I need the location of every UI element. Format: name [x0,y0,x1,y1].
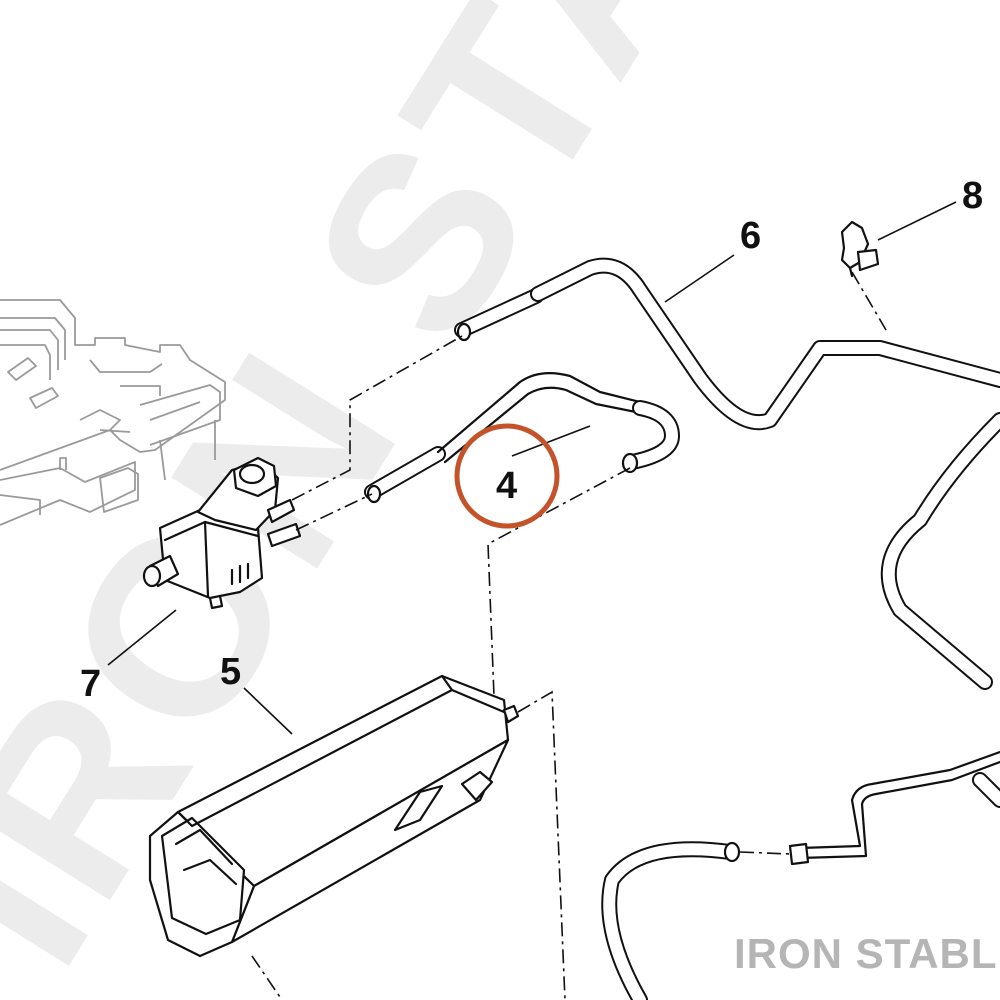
clip-8 [840,220,880,278]
leader-lines [107,201,957,735]
hose-bottom [601,750,1000,1000]
canister-5 [148,674,520,958]
callout-8: 8 [962,175,983,217]
purge-valve [142,456,302,610]
hose-right [880,412,1000,690]
hose-assembly-4 [364,288,680,504]
brand-logo-text: IRON STABLE [734,930,1000,977]
highlight-circle [454,423,560,529]
callout-6: 6 [740,215,761,257]
connection-lines [251,271,887,1000]
hose-6 [530,257,1000,431]
mounting-bracket [0,299,226,526]
callout-5: 5 [220,651,241,693]
callout-4: 4 [496,465,517,507]
callout-7: 7 [80,663,101,705]
